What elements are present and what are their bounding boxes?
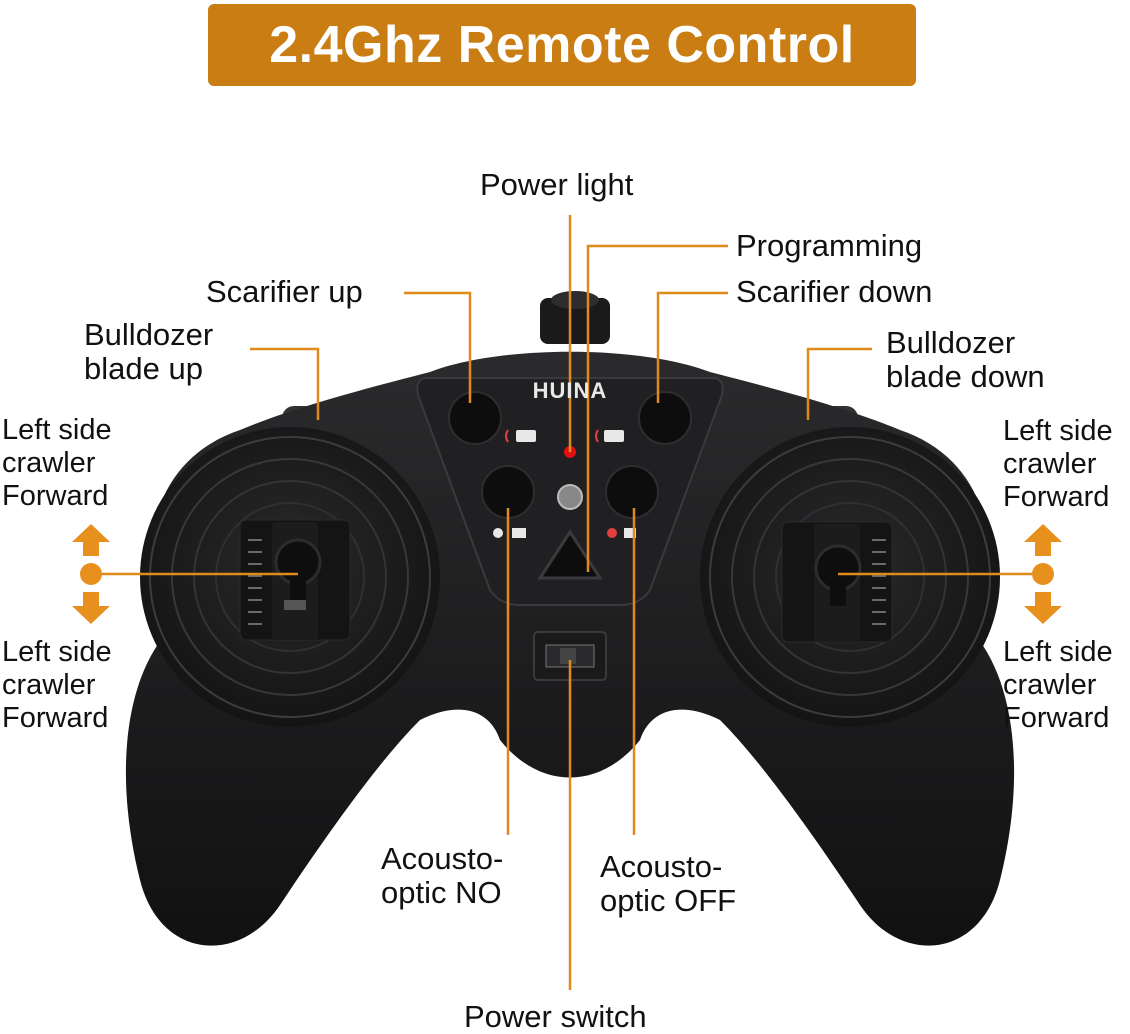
brand-logo: HUINA bbox=[533, 378, 608, 403]
label-line: Left side bbox=[1003, 636, 1113, 668]
label-left-forward-top: Left side crawler Forward bbox=[2, 414, 112, 513]
label-power-switch: Power switch bbox=[464, 999, 647, 1034]
label-line: Acousto- bbox=[600, 849, 723, 884]
label-bulldozer-blade-up: Bulldozer blade up bbox=[84, 318, 213, 386]
label-line: Forward bbox=[2, 702, 109, 734]
bulldozer-icon bbox=[505, 429, 624, 443]
label-line: Bulldozer bbox=[84, 317, 214, 352]
title-banner: 2.4Ghz Remote Control bbox=[208, 4, 916, 86]
label-line: Forward bbox=[2, 480, 109, 512]
label-right-forward-bottom: Left side crawler Forward bbox=[1003, 636, 1113, 735]
right-direction-arrows-icon bbox=[1024, 524, 1062, 624]
programming-knob[interactable] bbox=[557, 484, 583, 510]
scarifier-down-line bbox=[656, 291, 728, 403]
label-line: crawler bbox=[2, 447, 96, 479]
label-programming: Programming bbox=[736, 228, 923, 263]
label-line: crawler bbox=[1003, 448, 1097, 480]
programming-button[interactable] bbox=[537, 529, 603, 580]
label-line: Left side bbox=[1003, 415, 1113, 447]
label-power-light: Power light bbox=[480, 167, 634, 202]
label-line: crawler bbox=[1003, 669, 1097, 701]
left-direction-arrows-icon bbox=[72, 524, 110, 624]
right-joystick[interactable] bbox=[700, 427, 1000, 727]
label-line: Left side bbox=[2, 636, 112, 668]
label-line: crawler bbox=[2, 669, 96, 701]
label-left-forward-bottom: Left side crawler Forward bbox=[2, 636, 112, 735]
left-joystick[interactable] bbox=[140, 427, 440, 727]
label-line: blade up bbox=[84, 351, 203, 386]
mute-icon bbox=[607, 528, 636, 538]
label-acousto-optic-off: Acousto- optic OFF bbox=[600, 850, 736, 918]
label-line: blade down bbox=[886, 359, 1045, 394]
label-scarifier-down: Scarifier down bbox=[736, 274, 933, 309]
label-line: Acousto- bbox=[381, 841, 504, 876]
page-title: 2.4Ghz Remote Control bbox=[269, 16, 855, 74]
label-scarifier-up: Scarifier up bbox=[206, 274, 363, 309]
blade-down-line bbox=[806, 347, 872, 420]
light-sound-icon bbox=[493, 528, 526, 538]
scarifier-up-button[interactable] bbox=[448, 391, 502, 445]
label-bulldozer-blade-down: Bulldozer blade down bbox=[886, 326, 1045, 394]
label-right-forward-top: Left side crawler Forward bbox=[1003, 415, 1113, 514]
label-line: Forward bbox=[1003, 702, 1110, 734]
power-switch[interactable] bbox=[533, 631, 607, 681]
label-line: Left side bbox=[2, 414, 112, 446]
label-line: optic OFF bbox=[600, 883, 737, 918]
callout-lines bbox=[96, 215, 1032, 990]
antenna bbox=[540, 291, 610, 344]
label-line: optic NO bbox=[381, 875, 502, 910]
scarifier-down-button[interactable] bbox=[638, 391, 692, 445]
programming-line bbox=[586, 244, 728, 572]
label-acousto-optic-on: Acousto- optic NO bbox=[381, 842, 503, 910]
acousto-optic-off-button[interactable] bbox=[605, 465, 659, 519]
label-line: Forward bbox=[1003, 481, 1110, 513]
scarifier-up-line bbox=[404, 291, 472, 403]
blade-up-line bbox=[250, 347, 320, 420]
label-line: Bulldozer bbox=[886, 325, 1016, 360]
